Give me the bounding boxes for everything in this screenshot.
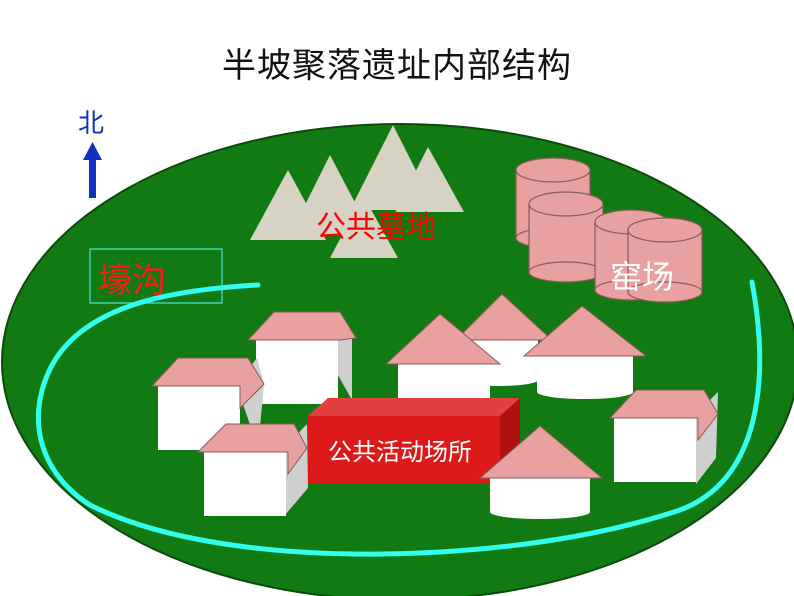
north-label: 北 [78,109,104,139]
moat-line [35,279,763,557]
page-title: 半坡聚落遗址内部结构 [222,46,572,86]
north-arrow-icon [83,142,102,198]
kiln-cylinder [627,217,703,303]
kiln-label: 窑场 [610,258,674,296]
hut-round [522,305,648,399]
cemetery-label: 公共墓地 [316,210,436,245]
plaza-label: 公共活动场所 [328,438,472,466]
moat-label-box [89,248,223,304]
cemetery-mountains [250,125,464,258]
house-square [150,357,265,450]
house-square [608,389,719,484]
house-square [246,311,357,404]
public-activity-place [308,398,520,484]
kiln-cylinder [528,191,604,283]
moat-label: 壕沟 [98,261,166,301]
hut-round [478,425,604,519]
kiln-group [515,157,703,303]
hut-round [384,313,502,408]
house-square [196,423,308,516]
